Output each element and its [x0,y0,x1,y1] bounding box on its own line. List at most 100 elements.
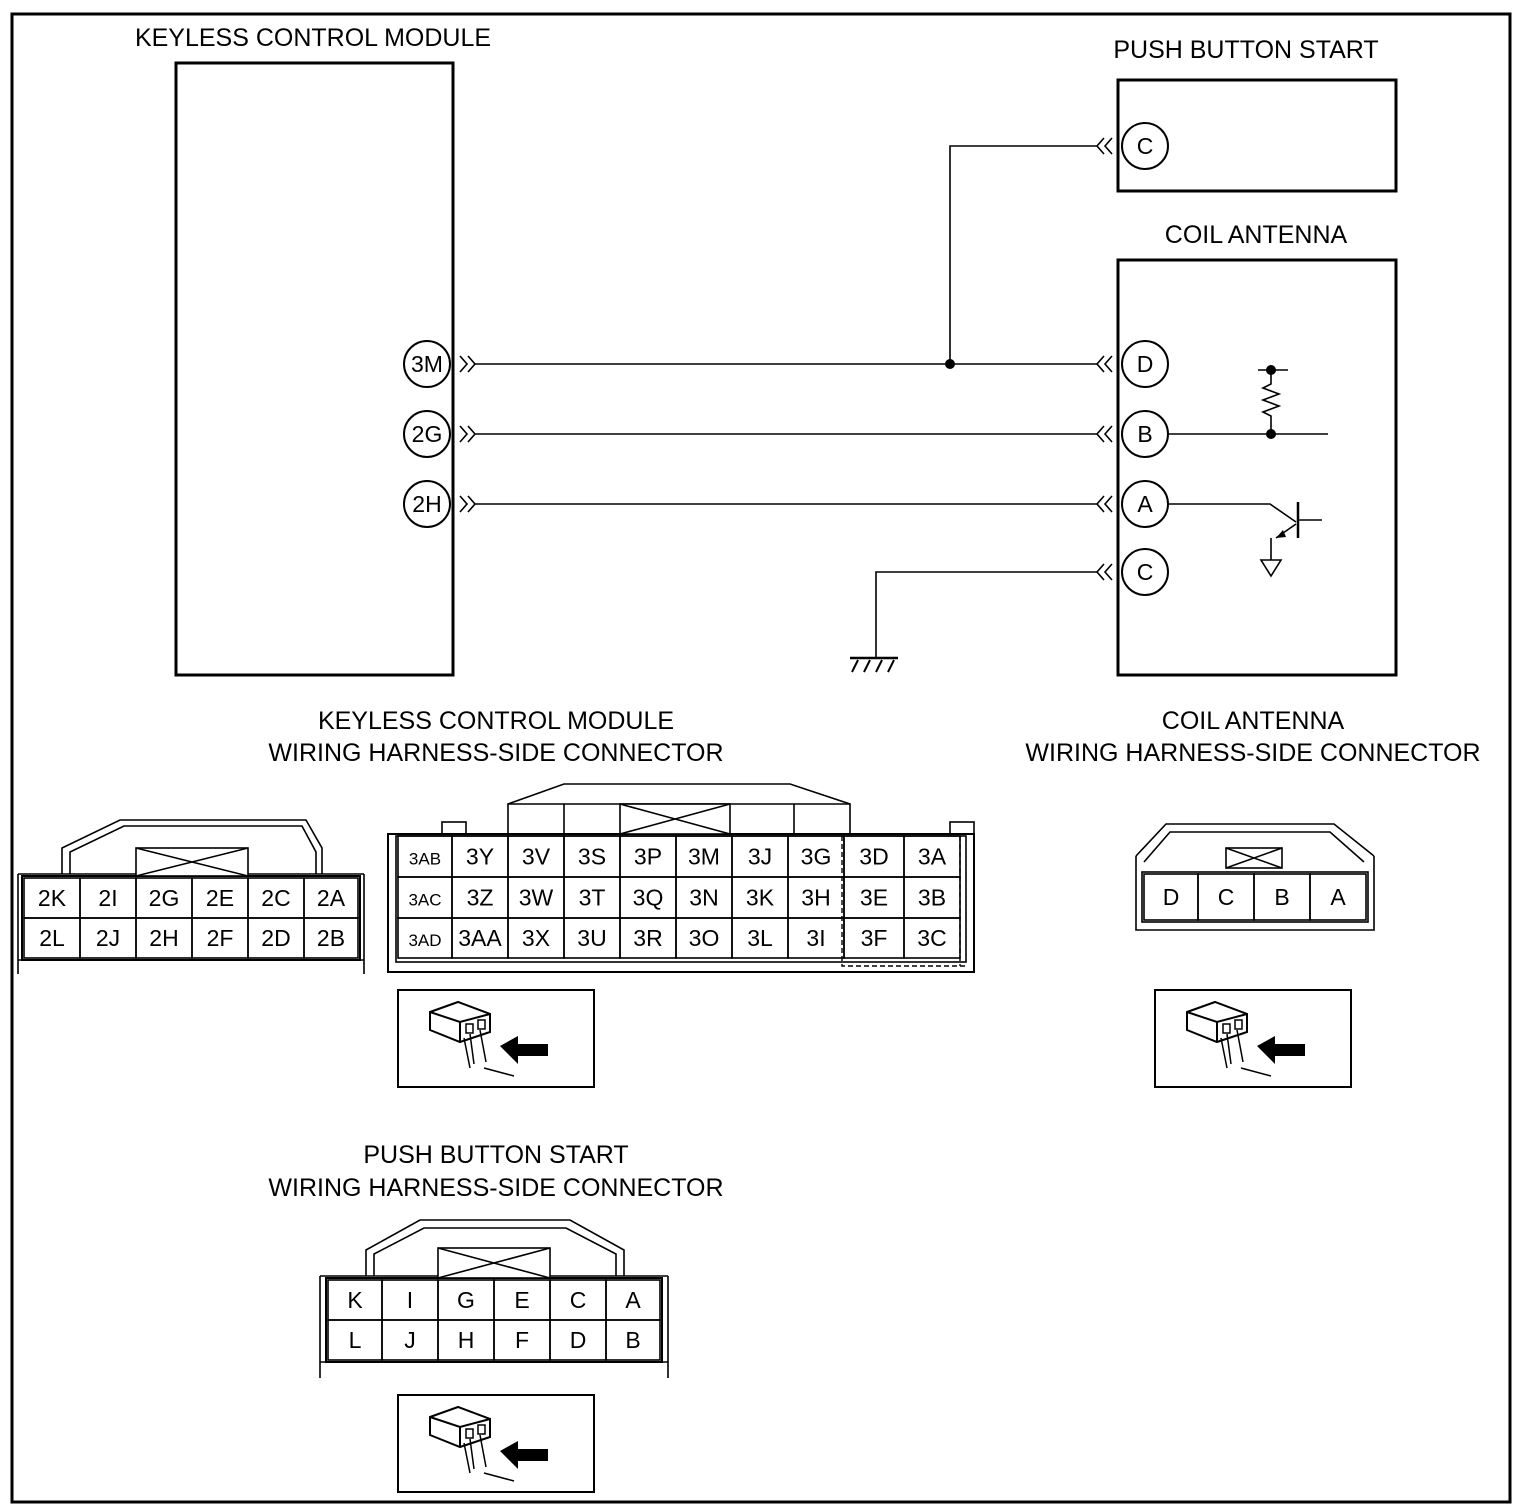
kcm3-pin-3k: 3K [746,885,775,911]
ground-symbol [850,656,898,673]
kcm3-pin-3w: 3W [519,885,554,911]
pbs-connector-view-icon [397,1394,595,1493]
kcm3-cell-3c [903,917,961,959]
kcm-connector-title-2: WIRING HARNESS-SIDE CONNECTOR [268,739,723,767]
kcm3-pin-3b: 3B [918,885,946,911]
pbs-pin-c-label: C [1137,133,1154,159]
coil-connector-body [1135,823,1375,931]
pbs-pin-h: H [458,1327,475,1353]
kcm3-pin-3y: 3Y [466,844,494,870]
wire-coil-c-ground [875,571,1097,658]
coil-pin-d: D [1163,884,1180,910]
kcm2-pin-2j: 2J [96,925,120,951]
wire-splice-to-pbs-c [949,145,1097,364]
kcm-connector-3-body [387,783,975,973]
pbs-pin-e: E [514,1287,529,1313]
kcm2-pin-2c: 2C [261,885,290,911]
pbs-pin-a: A [625,1287,641,1313]
kcm3-pin-3v: 3V [522,844,551,870]
pbs-pin-d: D [570,1327,587,1353]
kcm3-pin-3s: 3S [578,844,606,870]
kcm3-pin-3q: 3Q [633,885,664,911]
kcm2-pin-2k: 2K [38,885,67,911]
kcm3-pin-3z: 3Z [467,885,494,911]
kcm3-pin-3c: 3C [917,925,946,951]
pbs-pin-i: I [407,1287,413,1313]
pbs-pin-g: G [457,1287,475,1313]
pbs-pin-f: F [515,1327,529,1353]
pbs-connector-title-2: WIRING HARNESS-SIDE CONNECTOR [268,1174,723,1202]
kcm3-pin-3o: 3O [689,925,720,951]
pbs-connector-body [319,1219,669,1378]
pbs-pin-c: C [570,1287,587,1313]
kcm-pin-3m-label: 3M [411,351,443,377]
coil-pin-d-label: D [1137,351,1154,377]
kcm-pin-2h-label: 2H [412,491,441,517]
pbs-title: PUSH BUTTON START [1113,36,1378,64]
kcm3-pin-3a: 3A [918,844,947,870]
kcm2-cell-2b [303,917,359,959]
coil-cell-a [1309,873,1367,921]
kcm3-pin-3p: 3P [634,844,662,870]
pbs-pin-b: B [625,1327,640,1353]
pbs-pin-c: C [1095,122,1169,170]
kcm-pin-3m: 3M [403,340,477,388]
kcm2-pin-2f: 2F [207,925,234,951]
wires [475,145,1097,673]
coil-box [1116,258,1398,677]
kcm2-pin-2i: 2I [98,885,117,911]
kcm3-pin-3e: 3E [860,885,888,911]
coil-pin-d: D [1095,340,1169,388]
kcm2-pin-2e: 2E [206,885,234,911]
kcm-pin-2h: 2H [403,480,477,528]
pbs-connector-title-1: PUSH BUTTON START [363,1141,628,1169]
splice-dot [945,359,955,369]
kcm3-pin-3m: 3M [688,844,720,870]
outer-frame [10,12,1512,1504]
kcm3-pin-3ab: 3AB [409,850,441,869]
coil-pin-c-label: C [1137,559,1154,585]
coil-pin-a: A [1330,884,1346,910]
kcm3-pin-3ad: 3AD [408,931,441,950]
coil-connector-title-2: WIRING HARNESS-SIDE CONNECTOR [1025,739,1480,767]
coil-connector-view-icon [1154,989,1352,1088]
kcm3-pin-3d: 3D [859,844,888,870]
kcm-box [174,61,455,677]
kcm3-pin-3n: 3N [689,885,718,911]
kcm3-pin-3r: 3R [633,925,662,951]
kcm3-pin-3aa: 3AA [458,925,502,951]
kcm3-pin-3l: 3L [747,925,773,951]
pbs-pin-j: J [404,1327,416,1353]
kcm2-pin-2g: 2G [149,885,180,911]
kcm-connector-title-1: KEYLESS CONTROL MODULE [318,707,674,735]
coil-internal-transistor [1168,502,1322,578]
coil-title: COIL ANTENNA [1165,221,1348,249]
coil-connector-title-1: COIL ANTENNA [1162,707,1345,735]
coil-pin-b: B [1274,884,1289,910]
pbs-box [1116,78,1398,193]
kcm-title: KEYLESS CONTROL MODULE [135,24,491,52]
coil-pin-c: C [1218,884,1235,910]
kcm2-pin-2l: 2L [39,925,65,951]
kcm3-pin-3ac: 3AC [408,891,441,910]
coil-pin-a: A [1095,480,1169,528]
kcm3-pin-3x: 3X [522,925,550,951]
kcm-connector-view-icon [397,989,595,1088]
coil-pin-c: C [1095,548,1169,596]
kcm3-pin-3f: 3F [861,925,888,951]
kcm3-pin-3t: 3T [579,885,606,911]
pbs-pin-l: L [349,1327,362,1353]
kcm3-pin-3u: 3U [577,925,606,951]
coil-internal-resistor [1168,365,1328,439]
kcm-connector-2-body [17,819,365,974]
kcm-pin-2g: 2G [403,410,477,458]
kcm3-pin-3j: 3J [748,844,772,870]
kcm3-pin-3h: 3H [801,885,830,911]
kcm2-pin-2h: 2H [149,925,178,951]
pbs-cell-b [605,1319,661,1361]
kcm2-pin-2b: 2B [317,925,345,951]
